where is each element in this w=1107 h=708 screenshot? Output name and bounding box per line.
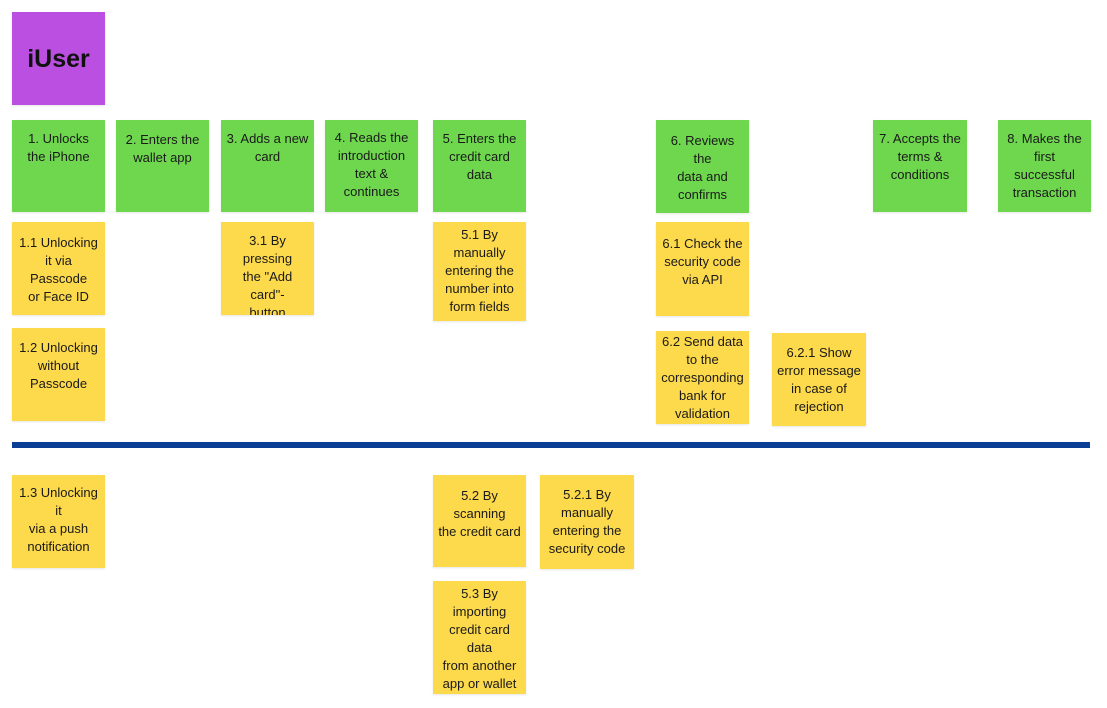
detail-note-6-2-1[interactable]: 6.2.1 Show error message in case of reje… <box>772 333 866 426</box>
detail-note-3-1-text: 3.1 By pressing the "Add card"- button <box>242 233 293 315</box>
step-note-5-text: 5. Enters the credit card data <box>442 131 517 182</box>
detail-note-1-2-text: 1.2 Unlocking without Passcode <box>19 340 98 391</box>
divider-line <box>12 442 1090 448</box>
step-note-2[interactable]: 2. Enters the wallet app <box>116 120 209 212</box>
step-note-6-text: 6. Reviews the data and confirms <box>670 133 735 202</box>
detail-note-6-2-text: 6.2 Send data to the corresponding bank … <box>661 334 744 421</box>
step-note-4[interactable]: 4. Reads the introduction text & continu… <box>325 120 418 212</box>
detail-note-1-3-text: 1.3 Unlocking it via a push notification <box>19 485 98 554</box>
detail-note-5-1[interactable]: 5.1 By manually entering the number into… <box>433 222 526 321</box>
step-note-8-text: 8. Makes the first successful transactio… <box>1007 131 1082 200</box>
step-note-4-text: 4. Reads the introduction text & continu… <box>334 130 409 199</box>
detail-note-6-2-1-text: 6.2.1 Show error message in case of reje… <box>777 345 861 414</box>
detail-note-5-3[interactable]: 5.3 By importing credit card data from a… <box>433 581 526 694</box>
detail-note-5-2-1-text: 5.2.1 By manually entering the security … <box>548 487 626 556</box>
step-note-8[interactable]: 8. Makes the first successful transactio… <box>998 120 1091 212</box>
step-note-1-text: 1. Unlocks the iPhone <box>27 131 90 164</box>
detail-note-3-1[interactable]: 3.1 By pressing the "Add card"- button <box>221 222 314 315</box>
detail-note-5-3-text: 5.3 By importing credit card data from a… <box>442 586 517 691</box>
detail-note-1-1-text: 1.1 Unlocking it via Passcode or Face ID <box>19 235 98 304</box>
detail-note-5-2-text: 5.2 By scanning the credit card <box>438 488 521 539</box>
persona-label: iUser <box>27 44 90 73</box>
persona-note[interactable]: iUser <box>12 12 105 105</box>
detail-note-5-2-1[interactable]: 5.2.1 By manually entering the security … <box>540 475 634 569</box>
step-note-3[interactable]: 3. Adds a new card <box>221 120 314 212</box>
step-note-6[interactable]: 6. Reviews the data and confirms <box>656 120 749 213</box>
step-note-5[interactable]: 5. Enters the credit card data <box>433 120 526 212</box>
detail-note-1-1[interactable]: 1.1 Unlocking it via Passcode or Face ID <box>12 222 105 315</box>
detail-note-5-2[interactable]: 5.2 By scanning the credit card <box>433 475 526 567</box>
detail-note-5-1-text: 5.1 By manually entering the number into… <box>445 227 514 314</box>
step-note-7[interactable]: 7. Accepts the terms & conditions <box>873 120 967 212</box>
detail-note-6-2[interactable]: 6.2 Send data to the corresponding bank … <box>656 331 749 424</box>
detail-note-1-3[interactable]: 1.3 Unlocking it via a push notification <box>12 475 105 568</box>
step-note-1[interactable]: 1. Unlocks the iPhone <box>12 120 105 212</box>
detail-note-6-1-text: 6.1 Check the security code via API <box>662 236 743 287</box>
step-note-7-text: 7. Accepts the terms & conditions <box>879 131 961 182</box>
detail-note-6-1[interactable]: 6.1 Check the security code via API <box>656 222 749 316</box>
step-note-2-text: 2. Enters the wallet app <box>125 132 200 165</box>
step-note-3-text: 3. Adds a new card <box>226 131 309 164</box>
detail-note-1-2[interactable]: 1.2 Unlocking without Passcode <box>12 328 105 421</box>
